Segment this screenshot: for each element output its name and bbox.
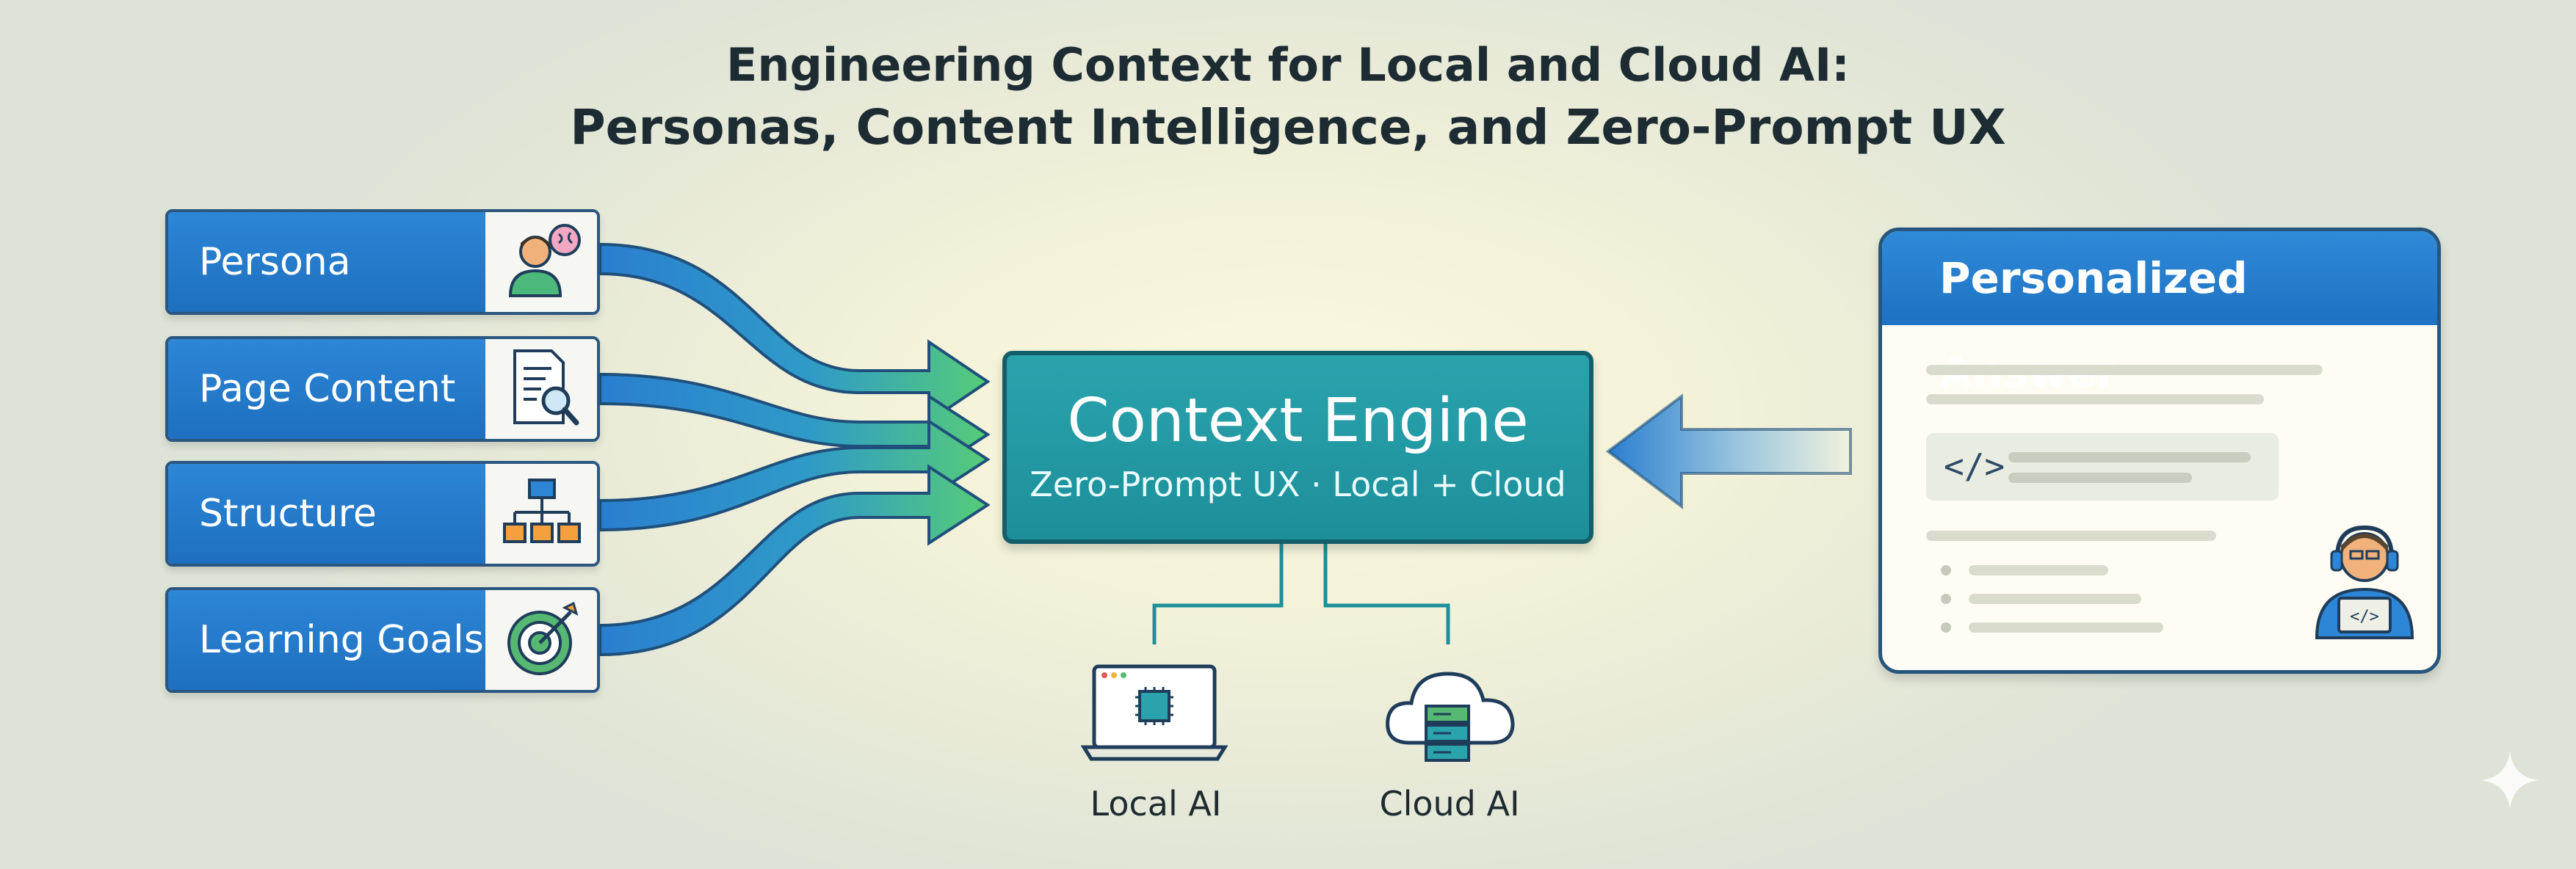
bullet-line (1969, 622, 2163, 633)
input-label-structure: Structure (168, 464, 485, 564)
input-card-structure: Structure (165, 461, 600, 567)
diagram-title-line-1: Engineering Context for Local and Cloud … (726, 38, 1850, 92)
personalized-answer-panel: Personalized Answer </> </> (1878, 228, 2441, 674)
input-card-persona: Persona (165, 209, 600, 315)
arrow-persona (598, 242, 991, 424)
context-engine-title: Context Engine (1067, 386, 1529, 456)
bullet-dot (1941, 565, 1951, 575)
cloud-ai-label: Cloud AI (1379, 784, 1520, 823)
input-card-page-content: Page Content (165, 336, 600, 442)
arrow-learning-goals (598, 464, 991, 657)
input-card-learning-goals: Learning Goals (165, 587, 600, 693)
input-label-persona: Persona (168, 212, 485, 312)
diagram-title-line-2: Personas, Content Intelligence, and Zero… (570, 99, 2006, 156)
target-icon (485, 590, 597, 690)
svg-text:</>: </> (2350, 608, 2379, 626)
laptop-chip-icon (1081, 664, 1228, 761)
input-label-learning-goals: Learning Goals (168, 590, 485, 690)
engine-connectors (1152, 544, 1450, 644)
local-ai-label: Local AI (1090, 784, 1222, 823)
personalized-answer-title: Personalized Answer (1882, 231, 2437, 397)
code-snippet-block: </> (1926, 433, 2279, 501)
sparkle-icon (2481, 751, 2539, 810)
arrow-feedback (1605, 393, 1852, 509)
context-engine-subtitle: Zero-Prompt UX · Local + Cloud (1030, 465, 1566, 504)
document-search-icon (485, 339, 597, 439)
context-engine-box: Context Engine Zero-Prompt UX · Local + … (1002, 351, 1593, 544)
developer-avatar-icon: </> (2315, 525, 2414, 639)
code-line (2008, 473, 2192, 483)
hierarchy-icon (485, 464, 597, 564)
arrow-structure (598, 418, 991, 532)
persona-brain-icon (485, 212, 597, 312)
bullet-line (1969, 594, 2141, 604)
input-label-page-content: Page Content (168, 339, 485, 439)
cloud-server-icon (1386, 672, 1515, 762)
bullet-line (1969, 565, 2108, 575)
text-line (1926, 365, 2323, 375)
bullet-dot (1941, 594, 1951, 604)
bullet-dot (1941, 622, 1951, 633)
text-line (1926, 531, 2216, 541)
text-line (1926, 394, 2264, 404)
code-line (2008, 452, 2251, 462)
code-symbol-icon: </> (1944, 446, 2005, 486)
